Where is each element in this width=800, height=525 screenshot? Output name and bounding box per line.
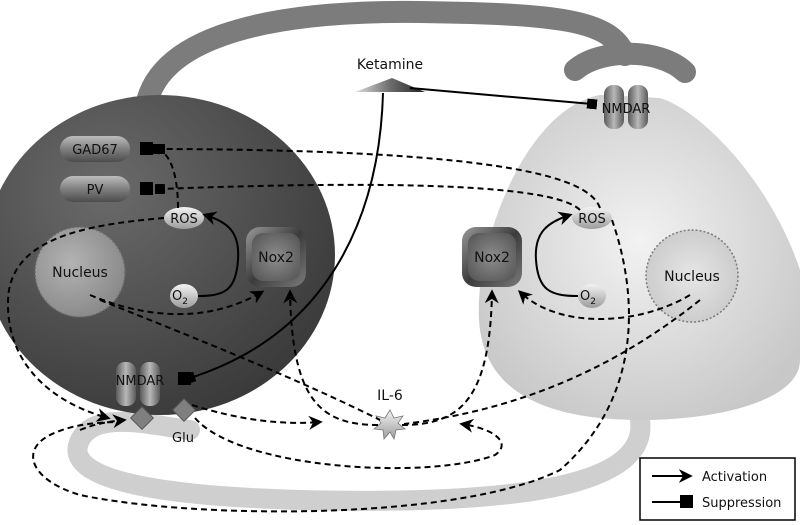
o2-to-nox2-left (197, 211, 240, 297)
nmdar-right-label: NMDAR (602, 102, 651, 117)
legend-suppression-label: Suppression (702, 496, 781, 511)
glu-label: Glu (172, 431, 194, 446)
glu-diamond-1 (129, 405, 155, 431)
axon-top (133, 0, 636, 136)
nox2-right-enzyme (462, 227, 522, 287)
pyramidal-neuron (478, 95, 800, 420)
glu-lower-loop (194, 417, 503, 470)
nucleus-right (645, 229, 739, 323)
pv-block (140, 182, 153, 195)
ros-right-label: ROS (578, 212, 606, 227)
gad67-label: GAD67 (72, 143, 118, 158)
interneuron (0, 95, 335, 415)
ros-left-loop (6, 217, 165, 422)
ketamine-to-nmdar-right (409, 87, 598, 110)
nucleus-left-to-il6 (99, 299, 381, 421)
outer-loop-arrow-end (79, 414, 127, 431)
ros-right-to-gad67 (154, 143, 601, 209)
pv-pill (60, 176, 130, 202)
ros-right-to-pv (154, 183, 581, 211)
glu-diamond-2 (171, 397, 197, 423)
nmdar-right-receptor (604, 85, 648, 129)
o2-left-bubble (170, 284, 198, 308)
legend: Activation Suppression (639, 457, 796, 521)
pv-label: PV (87, 183, 104, 198)
legend-suppression-block (680, 495, 693, 508)
il6-to-nox2-right (401, 289, 499, 426)
il6-to-nox2-left (283, 289, 379, 426)
o2-to-nox2-right (534, 211, 579, 297)
dendrite-bottom (67, 410, 651, 511)
apical-dendrite (564, 42, 696, 83)
ketamine-to-nmdar-left (183, 92, 384, 385)
gad67-block (140, 142, 153, 155)
nucleus-left-label: Nucleus (52, 265, 108, 281)
nox2-left-label: Nox2 (258, 250, 294, 266)
nucleus-left-to-nox2 (89, 290, 265, 316)
nucleus-right-to-nox2 (517, 290, 691, 320)
ros-right-outer-loop (32, 219, 630, 513)
ketamine-triangle (355, 78, 425, 92)
il6-star (373, 409, 406, 441)
nmdar-left-label: NMDAR (116, 374, 165, 389)
nox2-left-enzyme (246, 227, 306, 287)
ketamine-label: Ketamine (357, 57, 423, 73)
ros-left-bubble (164, 207, 204, 229)
il6-label: IL-6 (377, 388, 403, 404)
o2-left-label: O2 (172, 289, 188, 307)
o2-right-bubble (578, 284, 606, 308)
nox2-right-label: Nox2 (474, 250, 510, 266)
nucleus-left (34, 226, 126, 318)
nucleus-right-to-il6 (403, 299, 701, 425)
ros-left-label: ROS (170, 212, 198, 227)
legend-activation-label: Activation (702, 470, 767, 485)
ros-right-bubble (572, 207, 612, 229)
o2-right-label: O2 (580, 289, 596, 307)
nmdar-left-receptor (116, 362, 160, 406)
nmdar-left-block (178, 372, 191, 385)
nucleus-right-label: Nucleus (664, 269, 720, 285)
gad67-pill (60, 136, 130, 162)
